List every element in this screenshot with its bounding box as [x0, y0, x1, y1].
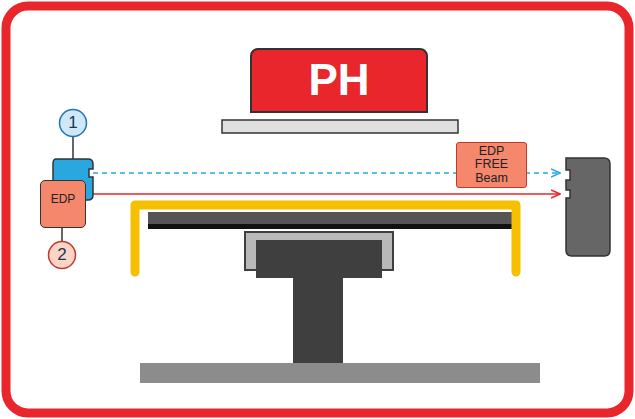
- callout-circle: [49, 242, 76, 269]
- leader-line: [61, 228, 63, 241]
- pallet: [135, 205, 516, 272]
- column: [293, 278, 343, 363]
- node-text: EDP: [51, 193, 76, 206]
- frame: [6, 6, 629, 413]
- carriage-block: [256, 240, 382, 278]
- head-plate: [222, 120, 458, 133]
- edp-beam: [86, 193, 560, 195]
- node-text: PH: [308, 56, 369, 104]
- beam-label: EDP FREE Beam: [456, 142, 527, 188]
- node-text: EDP FREE Beam: [469, 145, 515, 184]
- receiver: [566, 158, 610, 256]
- callout-circle: [60, 110, 87, 137]
- callout-number: 2: [49, 242, 75, 268]
- print-head: PH: [250, 48, 428, 113]
- edp-sensor: EDP: [40, 180, 86, 228]
- platen: [148, 212, 513, 229]
- callout-number: 1: [60, 110, 86, 136]
- platen-edge: [148, 224, 513, 229]
- base: [140, 363, 540, 383]
- leader-line: [72, 137, 74, 159]
